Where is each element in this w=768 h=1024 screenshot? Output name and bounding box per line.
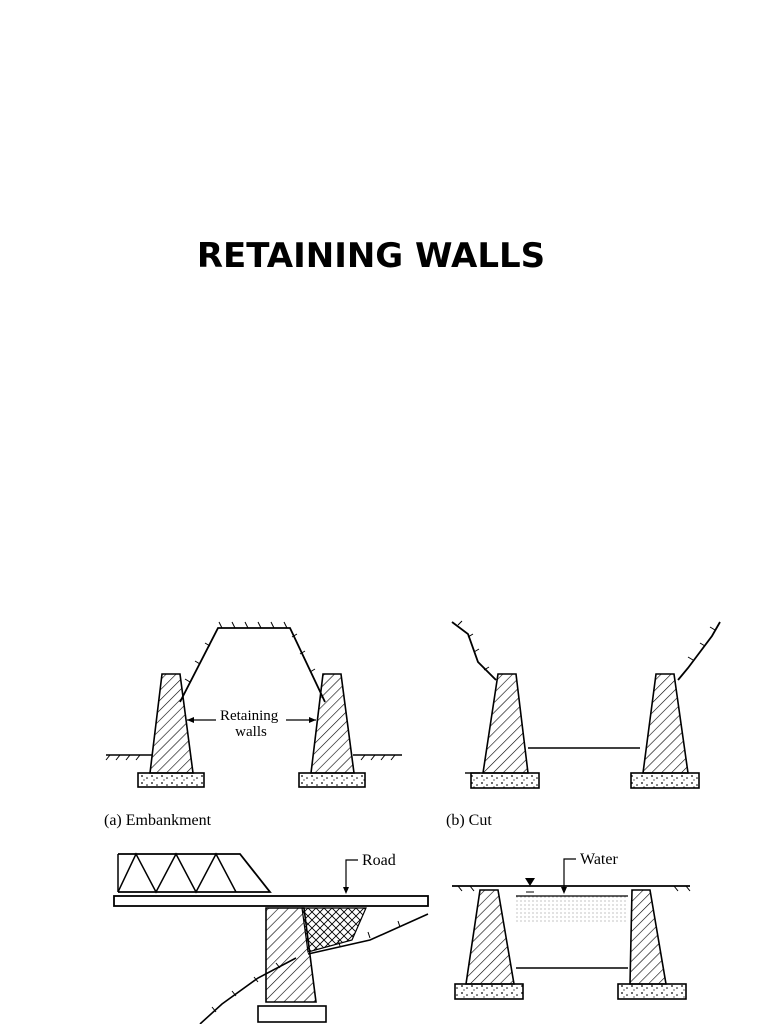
panel-cut: (b) Cut: [446, 620, 721, 829]
panel-bridge-abutment: Road: [113, 852, 429, 1024]
label-road: Road: [362, 852, 396, 869]
retaining-walls-figure: Retaining walls (a) Embankment (b) Cut: [40, 592, 768, 1024]
label-retaining-walls: Retaining walls: [220, 708, 282, 740]
panel-embankment: Retaining walls (a) Embankment: [104, 621, 402, 829]
panel-water-channel: Water: [452, 851, 691, 1000]
label-water: Water: [580, 851, 618, 868]
caption-embankment: (a) Embankment: [104, 812, 212, 829]
page-title: RETAINING WALLS: [196, 236, 546, 276]
caption-cut: (b) Cut: [446, 812, 492, 829]
